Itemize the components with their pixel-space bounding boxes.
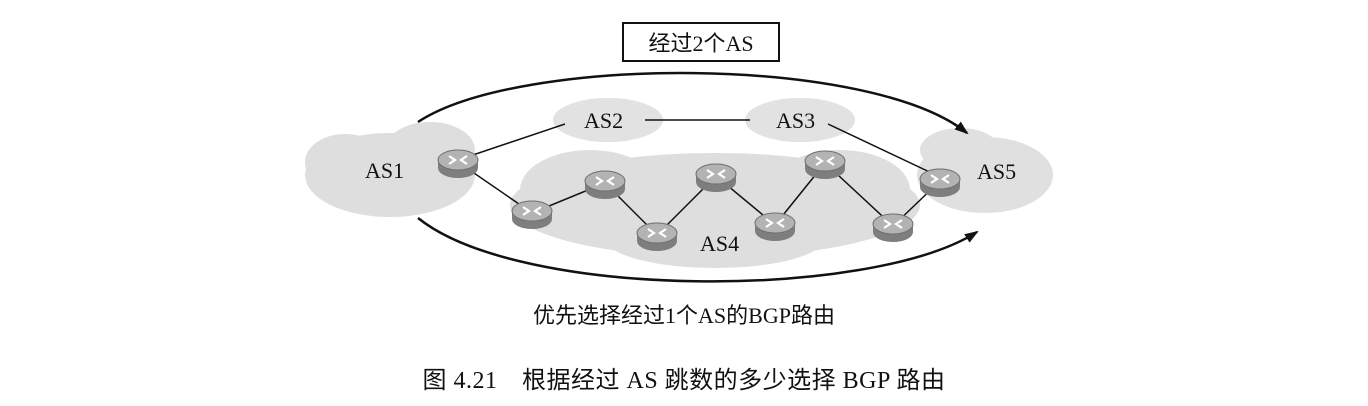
bottom-label: 优先选择经过1个AS的BGP路由 <box>533 303 835 328</box>
label-as4: AS4 <box>700 231 739 256</box>
as3-as5-link <box>827 123 939 177</box>
cloud-as1 <box>305 122 475 217</box>
cloud-as2 <box>553 98 663 142</box>
figure-caption: 图 4.21 根据经过 AS 跳数的多少选择 BGP 路由 <box>422 368 946 394</box>
cloud-as3 <box>745 98 855 142</box>
router-icon <box>436 148 480 180</box>
as1-as2-link <box>457 123 566 161</box>
label-as2: AS2 <box>584 108 623 133</box>
router-icon <box>583 169 627 201</box>
label-as3: AS3 <box>776 108 815 133</box>
top-label-text: 经过2个AS <box>648 31 754 56</box>
router-icon <box>635 221 679 253</box>
upper-arc-arrow <box>417 71 969 135</box>
router-icon <box>871 212 915 244</box>
router-icon <box>510 199 554 231</box>
lower-arc-arrow <box>417 217 979 283</box>
router-icon <box>753 211 797 243</box>
router-icon <box>918 167 962 199</box>
router-icon <box>694 162 738 194</box>
router-icon <box>803 149 847 181</box>
label-as5: AS5 <box>977 159 1016 184</box>
top-label-box: 经过2个AS <box>622 22 780 62</box>
label-as1: AS1 <box>365 158 404 183</box>
